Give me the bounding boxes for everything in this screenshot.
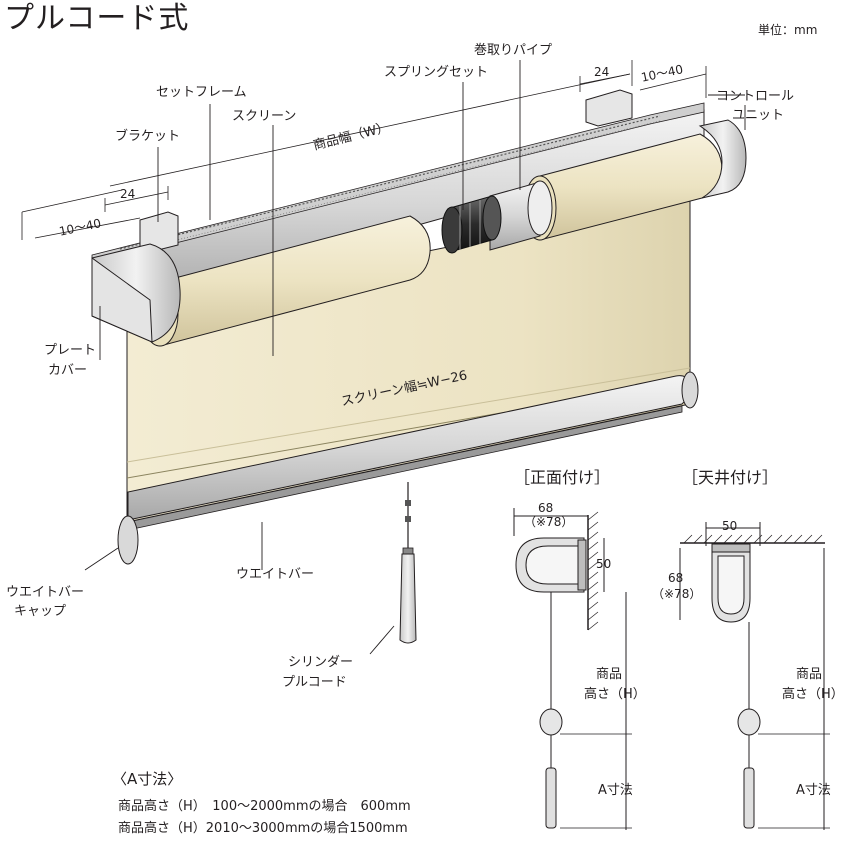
front-mount-a-dim: A寸法 [598,783,633,798]
ceiling-mount-product-height-1: 商品 [796,667,823,682]
dimension-lines [21,60,707,240]
label-cylinder-cord-1: シリンダー [288,655,354,670]
front-mount-depth: 68 [538,501,554,515]
front-mount-detail [513,508,632,830]
control-unit [698,119,747,199]
spring-set [441,195,502,254]
front-mount-product-height-1: 商品 [596,667,623,682]
a-note-line-2: 商品高さ（H）2010～3000mmの場合1500mm [118,821,408,836]
ceiling-mount-heading: ［天井付け］ [682,468,779,487]
label-weight-bar-cap-1: ウエイトバー [6,585,85,600]
front-mount-heading: ［正面付け］ [514,468,611,487]
a-note-heading: 〈A寸法〉 [112,770,183,788]
ceiling-mount-depth-alt: （※78） [652,587,702,601]
plate-cover [91,243,181,343]
ceiling-mount-product-height-2: 高さ（H） [782,687,844,702]
ceiling-mount-depth: 68 [668,571,684,585]
label-control-unit-2: ユニット [732,108,785,123]
ceiling-mount-detail [679,522,830,830]
label-winding-pipe: 巻取りパイプ [474,43,553,58]
winding-pipe [489,180,553,251]
label-cylinder-cord-2: プルコード [282,675,347,690]
bracket-right [585,89,633,127]
unit-label: 単位：mm [758,23,818,37]
dim-left-24: 24 [120,187,136,201]
front-mount-product-height-2: 高さ（H） [584,687,646,702]
label-bracket: ブラケット [115,129,181,144]
cylinder-pull-cord [399,482,417,644]
front-mount-height: 50 [596,557,612,571]
leader-lines [84,60,746,655]
weight-bar-cap [117,371,699,565]
weight-bar [127,375,692,531]
front-mount-depth-alt: （※78） [524,515,574,529]
ceiling-mount-width: 50 [722,519,738,533]
label-plate-cover-2: カバー [48,363,88,378]
label-screen: スクリーン [232,109,297,124]
label-control-unit-1: コントロール [716,89,795,104]
a-note-line-1: 商品高さ（H） 100～2000mmの場合 600mm [118,799,411,814]
dim-right-24: 24 [594,65,610,79]
page-title: プルコード式 [4,1,190,36]
label-plate-cover-1: プレート [44,343,97,358]
label-spring-set: スプリングセット [384,65,489,80]
label-weight-bar: ウエイトバー [236,567,315,582]
ceiling-mount-a-dim: A寸法 [796,783,831,798]
label-weight-bar-cap-2: キャップ [14,604,67,619]
label-set-frame: セットフレーム [156,85,247,100]
